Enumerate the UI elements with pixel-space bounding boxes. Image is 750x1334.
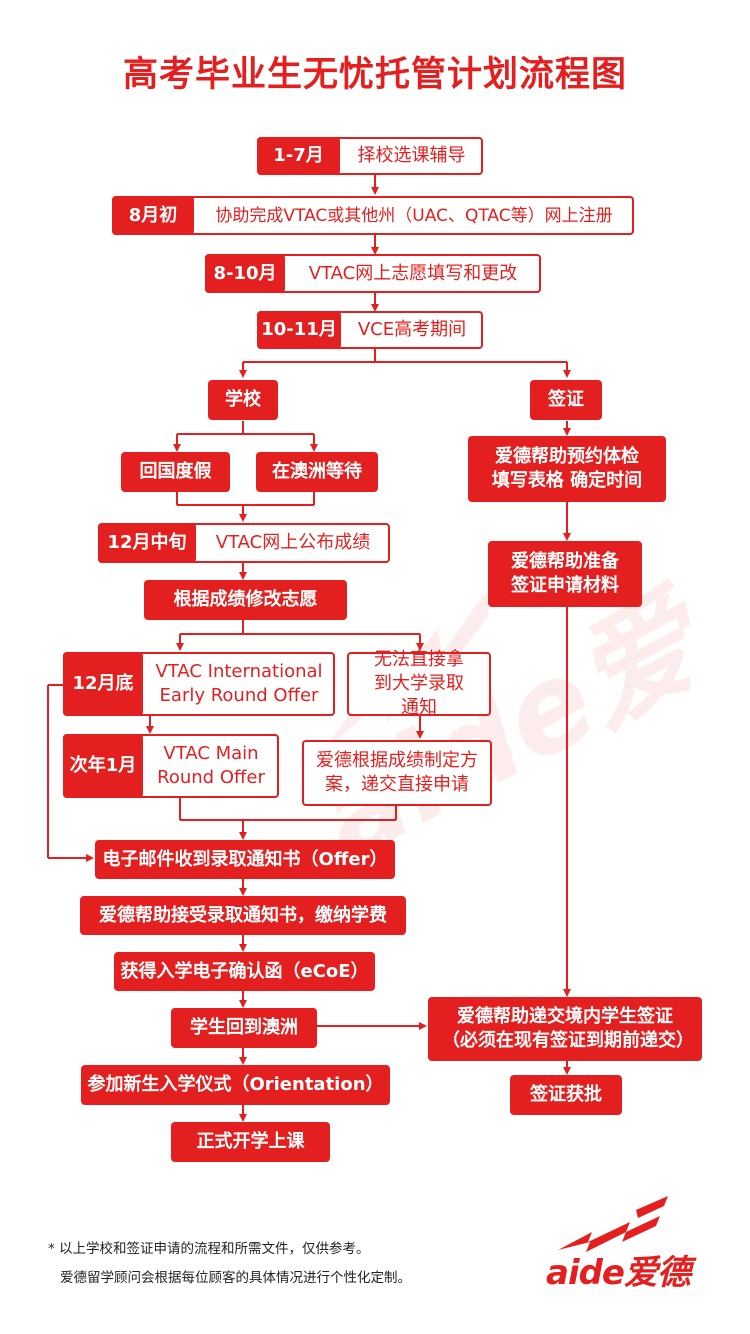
modify-preferences-box: 根据成绩修改志愿 [144, 580, 347, 620]
visa-branch-label: 签证 [530, 380, 602, 420]
aide-logo-mark [558, 1196, 668, 1252]
footer-note-2: 爱德留学顾问会根据每位顾客的具体情况进行个性化定制。 [60, 1270, 411, 1286]
page-title: 高考毕业生无忧托管计划流程图 [122, 55, 627, 95]
step-1-text: 择校选课辅导 [357, 145, 466, 166]
return-australia-box: 学生回到澳洲 [171, 1008, 317, 1048]
step-2-text: 协助完成VTAC或其他州（UAC、QTAC等）网上注册 [215, 205, 613, 226]
ecoe-box: 获得入学电子确认函（eCoE） [114, 952, 375, 991]
visa-materials-box: 爱德帮助准备签证申请材料 [488, 541, 642, 607]
main-offer-text: VTAC Main Round Offer [157, 743, 265, 788]
visa-approved-box: 签证获批 [510, 1075, 622, 1115]
results-month: 12月中旬 [98, 523, 196, 563]
step-2-month: 8月初 [112, 196, 194, 235]
step-3-text: VTAC网上志愿填写和更改 [308, 262, 518, 284]
main-offer-month: 次年1月 [63, 734, 143, 798]
early-offer-month: 12月底 [63, 652, 143, 716]
step-2-row [112, 196, 634, 235]
results-text: VTAC网上公布成绩 [215, 532, 371, 553]
medical-appointment-box: 爱德帮助预约体检填写表格 确定时间 [468, 436, 666, 502]
no-offer-box: 无法直接拿到大学录取通知 [347, 649, 491, 718]
submit-visa-box: 爱德帮助递交境内学生签证（必须在现有签证到期前递交） [428, 997, 702, 1061]
school-branch-label: 学校 [208, 380, 278, 420]
step-3-month: 8-10月 [205, 254, 285, 293]
email-offer-box: 电子邮件收到录取通知书（Offer） [95, 840, 395, 879]
class-start-box: 正式开学上课 [171, 1122, 330, 1162]
accept-offer-box: 爱德帮助接受录取通知书，缴纳学费 [80, 896, 406, 935]
step-1-month: 1-7月 [257, 137, 340, 175]
home-vacation-box: 回国度假 [121, 452, 230, 492]
step-4-month: 10-11月 [257, 311, 341, 349]
early-offer-text: VTAC International Early Round Offer [155, 661, 323, 706]
direct-application-box: 爱德根据成绩制定方案，递交直接申请 [302, 740, 492, 806]
footer-note-1: * 以上学校和签证申请的流程和所需文件，仅供参考。 [48, 1241, 370, 1257]
aide-logo-text: aide爱德 [546, 1253, 691, 1293]
orientation-box: 参加新生入学仪式（Orientation） [81, 1065, 390, 1105]
wait-in-australia-box: 在澳洲等待 [256, 452, 378, 492]
step-4-text: VCE高考期间 [357, 319, 467, 340]
